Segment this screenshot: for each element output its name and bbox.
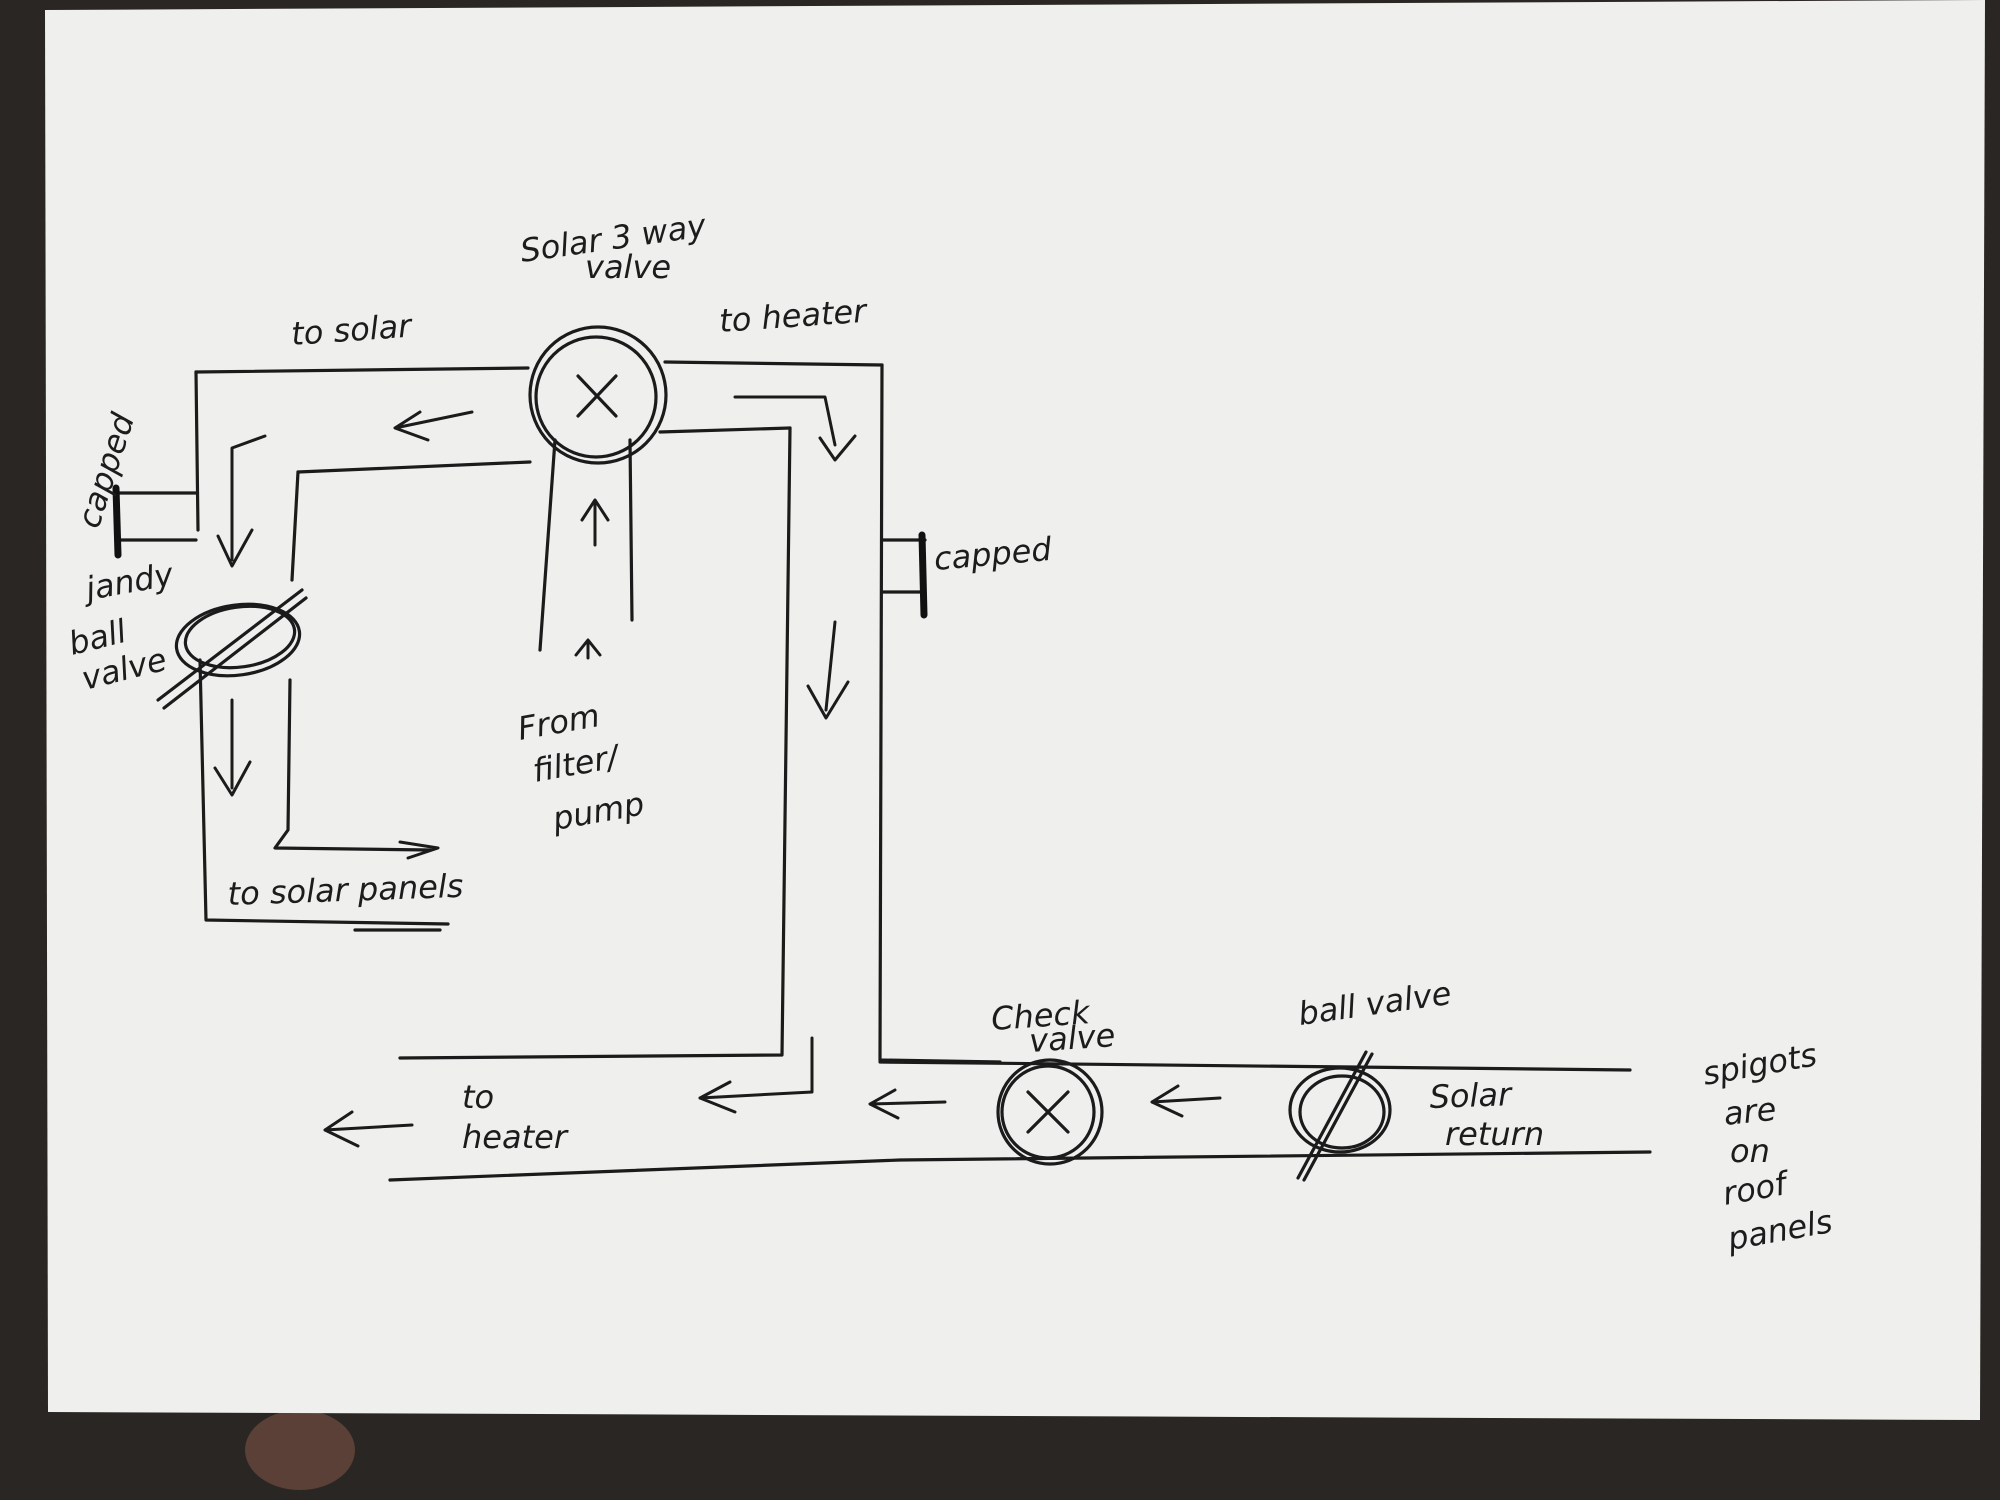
left-loop-pipe [194, 366, 532, 932]
label-solar-return: return [1445, 1115, 1544, 1153]
label-to-solar-panels: to solar panels [227, 867, 464, 913]
label-spigots-are: are [1722, 1090, 1778, 1133]
cap-left-icon [112, 484, 198, 559]
label-to-solar-top: to solar [290, 307, 414, 353]
flow-arrow-icon [213, 395, 1222, 1148]
label-check-valve: valve [1028, 1016, 1117, 1060]
label-solar-return-solar: Solar [1429, 1075, 1514, 1116]
return-line-pipe [878, 1060, 1632, 1072]
jandy-ball-valve-icon [156, 588, 308, 710]
cap-right-icon [880, 531, 928, 619]
background-object [245, 1410, 355, 1490]
label-spigots-on: on [1730, 1132, 1770, 1170]
ball-valve-icon [1288, 1050, 1392, 1182]
label-solar-3way-valve: valve [585, 248, 671, 286]
check-valve-icon [996, 1058, 1104, 1166]
label-to-heater-bottom-to: to [462, 1078, 494, 1116]
label-check: Check [990, 993, 1092, 1038]
paper-sheet [45, 0, 1985, 1420]
label-to-heater-bottom: heater [462, 1118, 569, 1156]
three-way-valve-icon [528, 325, 668, 465]
